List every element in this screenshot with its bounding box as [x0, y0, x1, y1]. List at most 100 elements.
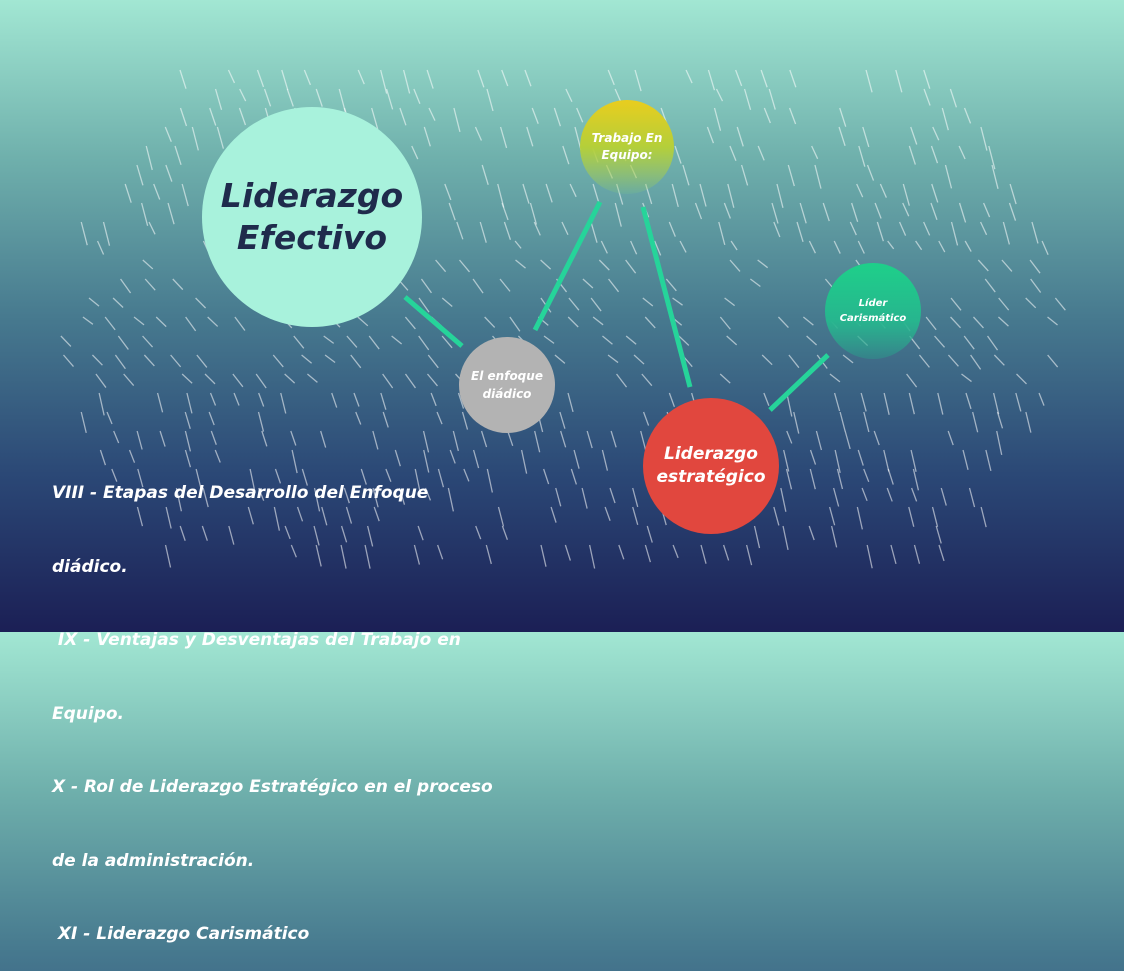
- rain-dash: [641, 373, 653, 387]
- rain-dash: [780, 487, 787, 512]
- rain-dash: [472, 449, 480, 469]
- rain-dash: [373, 506, 380, 522]
- rain-dash: [830, 525, 838, 548]
- rain-dash: [533, 221, 541, 236]
- rain-dash: [757, 145, 765, 161]
- rain-dash: [609, 487, 616, 504]
- rain-dash: [179, 107, 188, 127]
- rain-dash: [281, 69, 289, 91]
- rain-dash: [634, 69, 642, 92]
- rain-dash: [444, 183, 452, 201]
- rain-dash: [773, 221, 781, 238]
- node-trabajo-en-equipo[interactable]: Trabajo En Equipo:: [580, 100, 674, 194]
- rain-dash: [372, 487, 379, 508]
- rain-dash: [763, 107, 771, 124]
- rain-dash: [427, 354, 439, 369]
- rain-dash: [783, 449, 790, 472]
- rain-dash: [958, 202, 967, 223]
- rain-dash: [809, 468, 816, 490]
- rain-dash: [191, 126, 199, 151]
- rain-dash: [214, 88, 223, 111]
- rain-dash: [437, 544, 444, 560]
- rain-dash: [866, 164, 875, 181]
- rain-dash: [313, 525, 320, 546]
- rain-dash: [590, 297, 602, 312]
- rain-dash: [777, 316, 789, 329]
- rain-dash: [195, 297, 207, 309]
- rain-dash: [608, 278, 620, 293]
- node-enfoque-diadico[interactable]: El enfoque diádico: [459, 337, 555, 433]
- rain-dash: [672, 544, 679, 559]
- topic-line: de la administración.: [52, 850, 255, 871]
- rain-dash: [411, 145, 419, 160]
- rain-dash: [908, 392, 915, 415]
- rain-dash: [435, 259, 447, 273]
- rain-dash: [562, 145, 570, 165]
- rain-dash: [233, 392, 240, 406]
- rain-dash: [80, 411, 87, 434]
- rain-dash: [910, 487, 918, 502]
- rain-dash: [961, 373, 972, 383]
- rain-dash: [699, 183, 707, 207]
- rain-dash: [785, 468, 793, 490]
- rain-dash: [908, 145, 916, 165]
- rain-dash: [474, 126, 483, 141]
- rain-dash: [204, 373, 216, 385]
- rain-dash: [829, 373, 841, 383]
- rain-dash: [839, 411, 846, 432]
- rain-dash: [413, 544, 421, 565]
- rain-dash: [441, 335, 453, 349]
- rain-dash: [88, 297, 100, 307]
- rain-dash: [286, 88, 294, 107]
- rain-dash: [164, 544, 172, 568]
- rain-dash: [441, 297, 453, 308]
- rain-dash: [633, 354, 645, 365]
- rain-dash: [564, 544, 572, 561]
- rain-dash: [980, 506, 987, 528]
- rain-dash: [601, 449, 609, 471]
- rain-dash: [787, 164, 795, 187]
- rain-dash: [104, 316, 116, 331]
- rain-dash: [380, 392, 387, 410]
- rain-dash: [543, 335, 555, 344]
- rain-dash: [179, 525, 186, 541]
- rain-dash: [480, 430, 488, 448]
- rain-dash: [590, 221, 598, 243]
- rain-dash: [456, 221, 464, 240]
- rain-dash: [258, 487, 265, 501]
- rain-dash: [842, 354, 854, 364]
- rain-dash: [793, 411, 800, 434]
- rain-dash: [963, 107, 972, 124]
- rain-dash: [232, 373, 244, 388]
- rain-dash: [529, 202, 538, 225]
- rain-dash: [323, 335, 335, 344]
- rain-dash: [96, 240, 105, 255]
- rain-dash: [592, 316, 604, 326]
- rain-dash: [1009, 183, 1017, 205]
- rain-dash: [938, 544, 945, 562]
- node-liderazgo-efectivo[interactable]: Liderazgo Efectivo: [202, 107, 422, 327]
- rain-dash: [806, 335, 818, 346]
- rain-dash: [565, 88, 573, 103]
- node-label: Líder Carismático: [839, 298, 907, 324]
- rain-dash: [642, 297, 654, 307]
- rain-dash: [958, 145, 966, 160]
- rain-dash: [426, 373, 438, 387]
- rain-dash: [315, 88, 323, 107]
- node-label: El enfoque diádico: [471, 369, 543, 401]
- rain-dash: [856, 183, 864, 198]
- rain-dash: [385, 468, 392, 483]
- rain-dash: [1030, 278, 1042, 293]
- rain-dash: [726, 335, 738, 346]
- node-liderazgo-estrategico[interactable]: Liderazgo estratégico: [643, 398, 779, 534]
- rain-dash: [715, 88, 724, 102]
- rain-dash: [1029, 259, 1041, 274]
- connector-main-dyad: [403, 295, 464, 348]
- rain-dash: [165, 164, 173, 182]
- node-lider-carismatico[interactable]: Líder Carismático: [825, 263, 921, 359]
- rain-dash: [694, 202, 703, 220]
- rain-dash: [616, 373, 628, 388]
- rain-dash: [839, 107, 847, 127]
- rain-dash: [95, 373, 107, 388]
- rain-dash: [671, 183, 679, 208]
